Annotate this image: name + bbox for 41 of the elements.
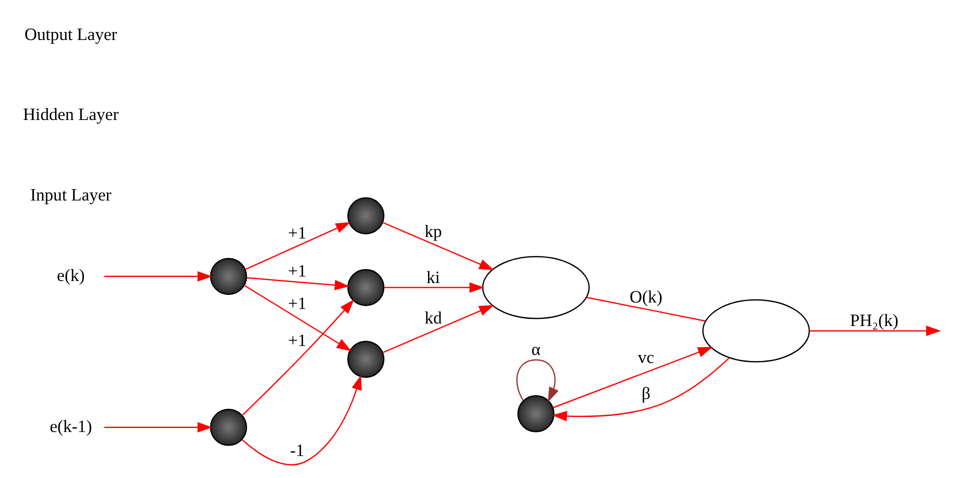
edge-label: PH₂(k) <box>850 311 898 330</box>
node-circle <box>210 408 248 446</box>
label: Input Layer <box>30 186 112 205</box>
node-text: e(k) <box>56 266 85 285</box>
edge-label: vc <box>638 348 654 368</box>
edge-label: +1 <box>288 330 306 350</box>
arrow <box>245 222 351 270</box>
edge-label: β <box>642 384 650 404</box>
arrow <box>809 326 941 336</box>
edge-label: +1 <box>288 223 306 242</box>
arrow <box>104 271 212 282</box>
arrow <box>242 299 354 416</box>
label: Output Layer <box>24 24 118 44</box>
edge-label: +1 <box>288 294 306 313</box>
edge-label: α <box>531 340 540 360</box>
node-ellipse <box>482 256 590 320</box>
node-circle <box>347 197 384 234</box>
edge-label: -1 <box>290 441 304 460</box>
node-text: e(k-1) <box>50 416 92 436</box>
arrow <box>382 222 494 270</box>
edge-label: kp <box>424 222 442 242</box>
arrow <box>242 374 362 466</box>
arrow <box>384 282 484 293</box>
node-circle <box>210 258 248 295</box>
connector <box>586 296 706 322</box>
edge-label: ki <box>426 268 440 287</box>
arrow <box>246 277 350 290</box>
edge-label: O(k) <box>630 288 662 307</box>
arrow <box>552 346 713 408</box>
node-ellipse <box>702 299 810 362</box>
node-circle <box>517 395 554 432</box>
arrow <box>244 284 352 352</box>
edge-label: kd <box>424 308 442 328</box>
label: Hidden Layer <box>23 105 119 124</box>
arrow <box>552 358 730 422</box>
arrow <box>516 359 559 402</box>
node-circle <box>347 340 384 378</box>
arrow <box>382 304 494 354</box>
node-circle <box>347 269 384 306</box>
arrow <box>104 422 212 433</box>
edge-label: +1 <box>288 262 306 281</box>
